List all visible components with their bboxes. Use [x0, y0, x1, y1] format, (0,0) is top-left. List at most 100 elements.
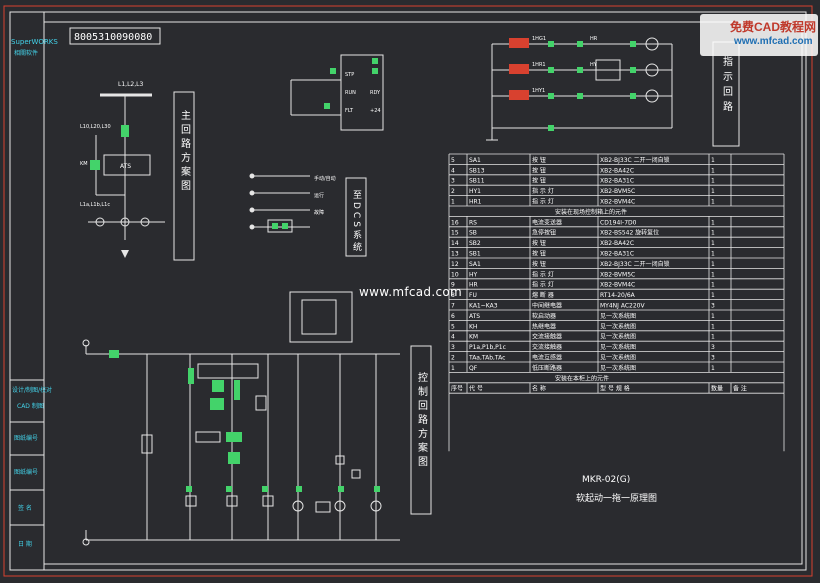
main-circuit-title-box [173, 91, 195, 261]
bom-cell: SB11 [469, 178, 485, 185]
bom-cell: 1 [711, 230, 715, 237]
bom-cell: 3 [451, 178, 455, 185]
bom-cell: 1 [711, 251, 715, 258]
bom-cell: 1 [711, 178, 715, 185]
dcs-title: 至DCS系统 [351, 190, 362, 254]
bom-cell: 低压断路器 [532, 364, 562, 372]
bom-section-label: 安装在现场控制箱上的元件 [555, 208, 627, 216]
field-signature: 签 名 [18, 504, 32, 512]
title-strip: SuperWORKS 相關软件 设计/制图/校对 CAD 制图 图纸编号 图纸编… [10, 12, 58, 570]
bom-cell: 1 [711, 199, 715, 206]
bom-cell: 按 钮 [532, 156, 546, 164]
bom-cell: 1 [711, 282, 715, 289]
indicator-title: 指示回路 [721, 55, 733, 116]
bom-cell: HY1 [469, 188, 481, 195]
bom-cell: 交流接触器 [532, 343, 562, 351]
bom-cell: 1 [711, 365, 715, 372]
bom-cell: 7 [451, 303, 455, 310]
bom-header-cell: 名 称 [532, 385, 546, 393]
bom-cell: 电流变送器 [532, 218, 562, 226]
output-label: L1a,L1b,L1c [80, 202, 110, 208]
bom-cell: 4 [451, 167, 455, 174]
bom-cell: TAa,TAb,TAc [468, 355, 505, 362]
terminal-stp: STP [345, 72, 354, 78]
control-circuit [82, 291, 400, 546]
drawing-title: 软起动一拖一原理图 [576, 492, 657, 504]
bom-cell: 按 钮 [532, 166, 546, 174]
bom-cell: 4 [451, 334, 455, 341]
watermark-brand-badge: 免费CAD教程网 www.mfcad.com [700, 14, 818, 56]
dcs-fault: 故障 [314, 209, 324, 216]
field-cad: CAD 制图 [17, 402, 44, 410]
bom-section-label: 安装在本柜上的元件 [555, 374, 609, 382]
bom-cell: 交流接触器 [532, 333, 562, 341]
bom-cell: HR1 [469, 199, 482, 206]
bom-cell: 软启动器 [532, 312, 556, 320]
terminal-run: RUN [345, 90, 356, 96]
bom-cell: 按 钮 [532, 260, 546, 268]
km-label: KM [80, 161, 88, 167]
bom-cell: XB2-BVM5C [600, 271, 635, 278]
bom-cell: 1 [711, 157, 715, 164]
bom-cell: 热继电器 [532, 322, 556, 330]
bom-cell: 10 [451, 271, 459, 278]
dcs-manual-auto: 手动/自动 [314, 175, 336, 182]
terminal-flt: FLT [345, 108, 354, 114]
bom-cell: 按 钮 [532, 177, 546, 185]
bom-cell: 13 [451, 251, 459, 258]
bom-header-cell: 代 号 [469, 385, 483, 393]
bom-cell: 1 [711, 188, 715, 195]
bom-cell: 8 [451, 292, 455, 299]
bom-cell: XB2-BS542 旋转复位 [600, 229, 659, 237]
bom-cell: 见一次系统图 [600, 312, 636, 320]
bom-cell: KM [469, 334, 478, 341]
bom-header-cell: 序号 [451, 385, 463, 393]
bom-cell: SB13 [469, 167, 485, 174]
control-circuit-title-box [410, 345, 432, 515]
busbar-label: L1,L2,L3 [118, 81, 143, 88]
bom-cell: 电流互感器 [532, 354, 562, 362]
indicator-label-4: HR [590, 36, 598, 42]
bom-cell: 2 [451, 355, 455, 362]
terminal-rdy: RDY [370, 90, 381, 96]
bom-cell: 指 示 灯 [532, 281, 554, 289]
bom-cell: SB [469, 230, 477, 237]
bom-cell: KH [469, 323, 477, 330]
bom-cell: XB2-BVM5C [600, 188, 635, 195]
dcs-title-box [345, 177, 367, 257]
bom-cell: XB2-BJ33C 二开一闭自锁 [600, 156, 670, 164]
bom-cell: 3 [711, 303, 715, 310]
main-circuit [88, 93, 165, 258]
drawing-code: MKR-02(G) [582, 475, 630, 485]
brand-line1: SuperWORKS [11, 38, 58, 46]
bom-cell: KA1~KA3 [469, 303, 498, 310]
bom-cell: HR [469, 282, 478, 289]
bom-cell: 按 钮 [532, 239, 546, 247]
field-drawing-no-b: 图纸编号 [14, 468, 38, 476]
bom-cell: 1 [711, 323, 715, 330]
indicator-label-5: HY [590, 62, 598, 68]
bom-header-cell: 备 注 [733, 385, 747, 393]
bom-cell: 3 [711, 344, 715, 351]
watermark-url: www.mfcad.com [734, 36, 813, 47]
indicator-label-2: 1HR1 [532, 62, 546, 68]
bom-cell: 6 [451, 313, 455, 320]
bom-cell: ATS [469, 313, 480, 320]
bom-cell: 指 示 灯 [532, 187, 554, 195]
bom-cell: 3 [711, 355, 715, 362]
bom-cell: RT14-20/6A [600, 292, 636, 299]
bom-cell: 14 [451, 240, 459, 247]
ats-label: ATS [120, 163, 131, 170]
bom-cell: HY [469, 271, 478, 278]
watermark-center: www.mfcad.com [359, 285, 462, 299]
bom-cell: 1 [711, 261, 715, 268]
bom-cell: 3 [451, 344, 455, 351]
field-drawing-no-a: 图纸编号 [14, 434, 38, 442]
bom-cell: SA1 [469, 261, 481, 268]
bom-cell: XB2-BVM4C [600, 282, 635, 289]
bom-cell: 1 [451, 199, 455, 206]
bom-cell: 见一次系统图 [600, 364, 636, 372]
bom-cell: FU [469, 292, 477, 299]
bom-cell: 16 [451, 219, 459, 226]
